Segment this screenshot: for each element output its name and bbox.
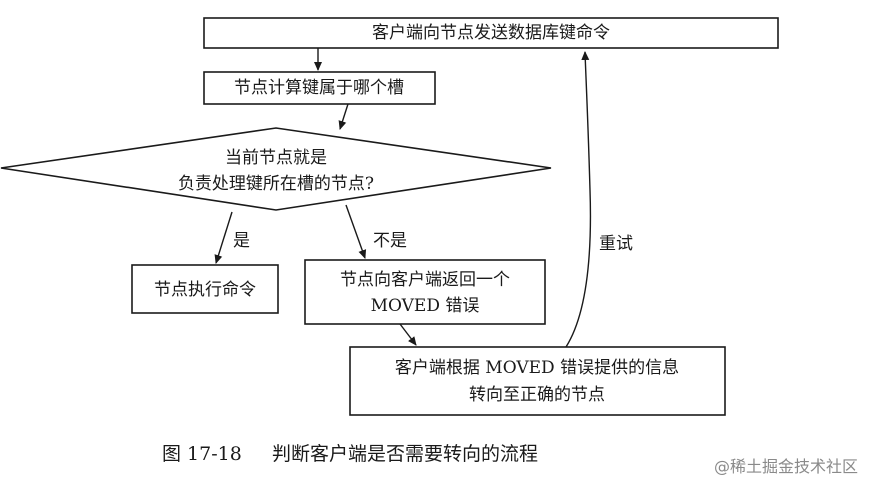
node-client-redirect: 客户端根据 MOVED 错误提供的信息 转向至正确的节点 bbox=[349, 346, 726, 416]
node-execute-label: 节点执行命令 bbox=[154, 280, 256, 300]
node-moved-error: 节点向客户端返回一个 MOVED 错误 bbox=[304, 259, 546, 325]
node-redirect-line-1: 客户端根据 MOVED 错误提供的信息 bbox=[395, 358, 679, 378]
figure-number: 图 17-18 bbox=[162, 443, 242, 465]
node-redirect-line-2: 转向至正确的节点 bbox=[469, 385, 605, 405]
node-moved-line-1: 节点向客户端返回一个 bbox=[340, 270, 510, 290]
edge-decision-to-moved bbox=[345, 204, 367, 259]
node-compute-slot: 节点计算键属于哪个槽 bbox=[203, 71, 436, 105]
watermark: @稀土掘金技术社区 bbox=[714, 457, 858, 476]
edge-moved-to-redirect bbox=[399, 323, 417, 346]
edge-retry bbox=[565, 51, 592, 348]
decision-node: 当前节点就是 负责处理键所在槽的节点? bbox=[0, 127, 552, 211]
node-send-command: 客户端向节点发送数据库键命令 bbox=[203, 17, 779, 49]
node-send-command-label: 客户端向节点发送数据库键命令 bbox=[372, 23, 610, 43]
edge-label-yes: 是 bbox=[233, 231, 250, 251]
decision-line-2: 负责处理键所在槽的节点? bbox=[178, 174, 374, 194]
edge-compute-to-decision bbox=[338, 103, 349, 130]
edge-label-retry: 重试 bbox=[599, 234, 633, 254]
node-compute-slot-label: 节点计算键属于哪个槽 bbox=[234, 78, 404, 98]
node-execute: 节点执行命令 bbox=[131, 264, 279, 314]
figure-caption: 判断客户端是否需要转向的流程 bbox=[272, 443, 538, 465]
decision-line-1: 当前节点就是 bbox=[225, 148, 327, 168]
edge-label-no: 不是 bbox=[373, 231, 407, 251]
node-moved-line-2: MOVED 错误 bbox=[371, 296, 480, 316]
edge-decision-to-execute bbox=[214, 211, 233, 264]
